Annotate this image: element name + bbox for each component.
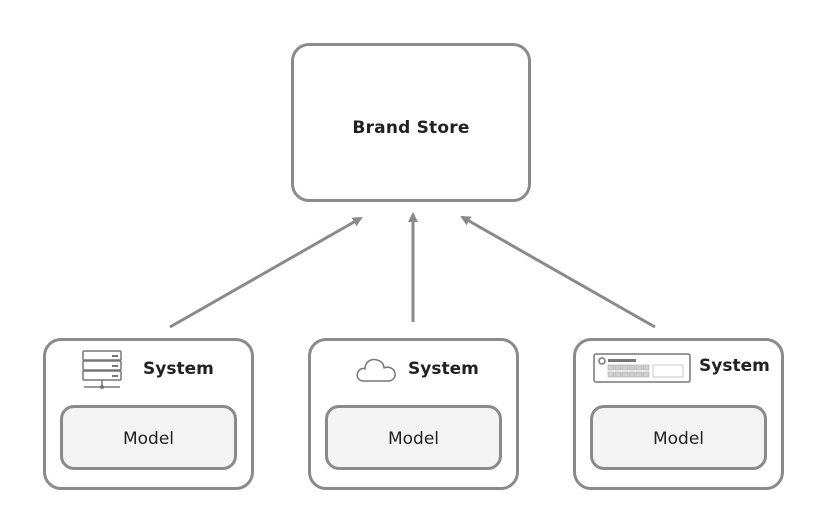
system-box-left: System Model bbox=[43, 338, 254, 490]
server-rack-icon bbox=[82, 350, 124, 398]
arrow-right-system-to-store bbox=[460, 215, 656, 329]
rack-device-icon bbox=[593, 353, 693, 389]
brand-store-box: Brand Store bbox=[291, 43, 531, 202]
system-label: System bbox=[699, 356, 770, 376]
model-label: Model bbox=[387, 429, 440, 449]
model-box: Model bbox=[325, 405, 502, 470]
model-label: Model bbox=[652, 429, 705, 449]
system-box-right: System Model bbox=[573, 338, 784, 490]
model-label: Model bbox=[122, 429, 175, 449]
model-box: Model bbox=[60, 405, 237, 470]
model-box: Model bbox=[590, 405, 767, 470]
system-box-middle: System Model bbox=[308, 338, 519, 490]
brand-store-title: Brand Store bbox=[352, 118, 470, 138]
arrow-left-system-to-store bbox=[169, 216, 363, 329]
cloud-icon bbox=[355, 355, 397, 387]
system-label: System bbox=[408, 359, 479, 379]
system-label: System bbox=[143, 359, 214, 379]
